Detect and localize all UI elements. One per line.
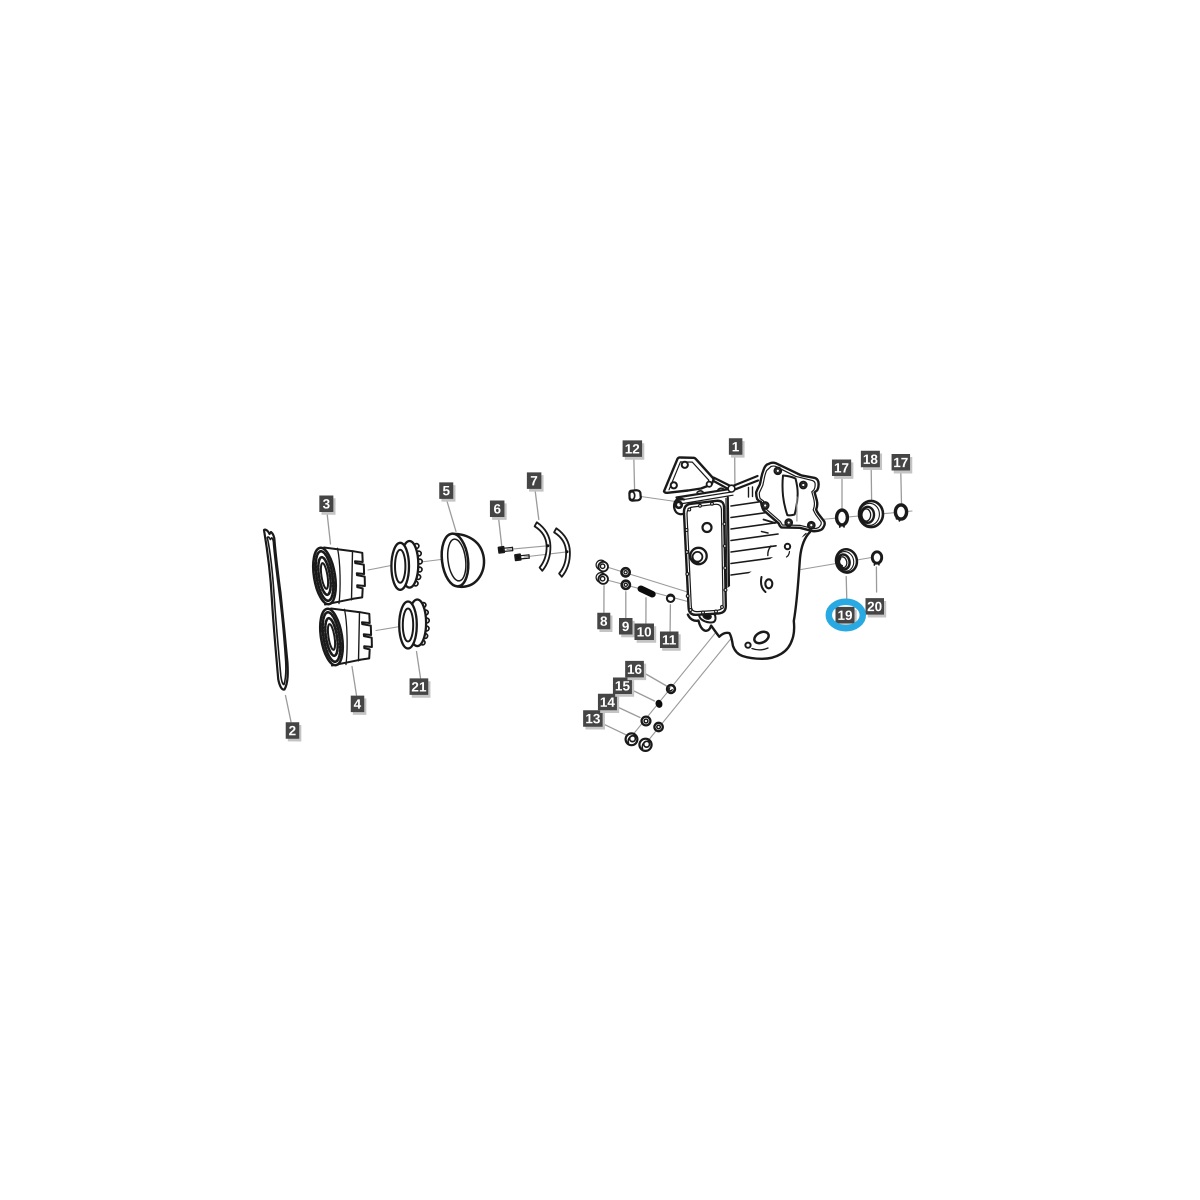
svg-text:16: 16 [627, 662, 643, 677]
svg-text:19: 19 [837, 608, 852, 623]
svg-text:12: 12 [625, 442, 640, 457]
svg-text:18: 18 [863, 452, 879, 467]
svg-text:17: 17 [893, 455, 908, 470]
svg-text:10: 10 [637, 625, 652, 640]
svg-text:8: 8 [600, 614, 608, 629]
svg-text:14: 14 [600, 695, 616, 710]
svg-text:5: 5 [442, 483, 450, 498]
svg-text:3: 3 [323, 497, 331, 512]
svg-text:1: 1 [732, 439, 740, 454]
svg-text:17: 17 [834, 461, 849, 476]
svg-text:21: 21 [411, 680, 427, 695]
svg-text:15: 15 [615, 679, 631, 694]
svg-text:6: 6 [493, 502, 501, 517]
svg-text:13: 13 [585, 711, 601, 726]
svg-text:2: 2 [289, 723, 297, 738]
svg-text:11: 11 [662, 633, 677, 648]
svg-text:7: 7 [530, 473, 538, 488]
svg-text:20: 20 [867, 599, 882, 614]
svg-text:4: 4 [354, 697, 362, 712]
svg-text:9: 9 [622, 619, 630, 634]
